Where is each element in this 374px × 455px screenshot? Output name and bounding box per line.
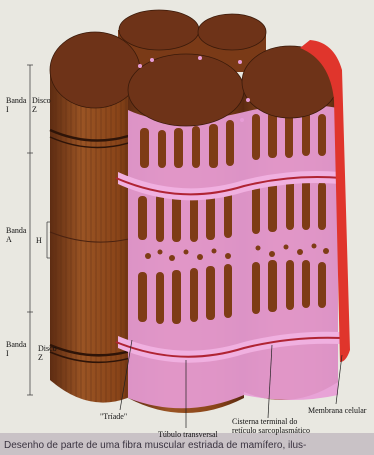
label-tubulo-transversal: Túbulo transversal <box>158 430 218 439</box>
sarcoplasmic-reticulum <box>118 105 340 408</box>
label-disco-z-bottom: Disco Z <box>38 344 57 362</box>
label-banda-i-bottom: Banda I <box>6 340 26 358</box>
label-disco-z-top: Disco Z <box>32 96 51 114</box>
label-membrana-celular: Membrana celular <box>308 406 366 415</box>
label-banda-a: Banda A <box>6 226 26 244</box>
figure-caption: Desenho de parte de uma fibra muscular e… <box>4 440 370 451</box>
label-cisterna: Cisterna terminal do retículo sarcoplasm… <box>232 417 310 435</box>
label-h: H <box>36 236 42 245</box>
label-banda-i-top: Banda I <box>6 96 26 114</box>
label-triade: "Tríade" <box>100 412 127 421</box>
